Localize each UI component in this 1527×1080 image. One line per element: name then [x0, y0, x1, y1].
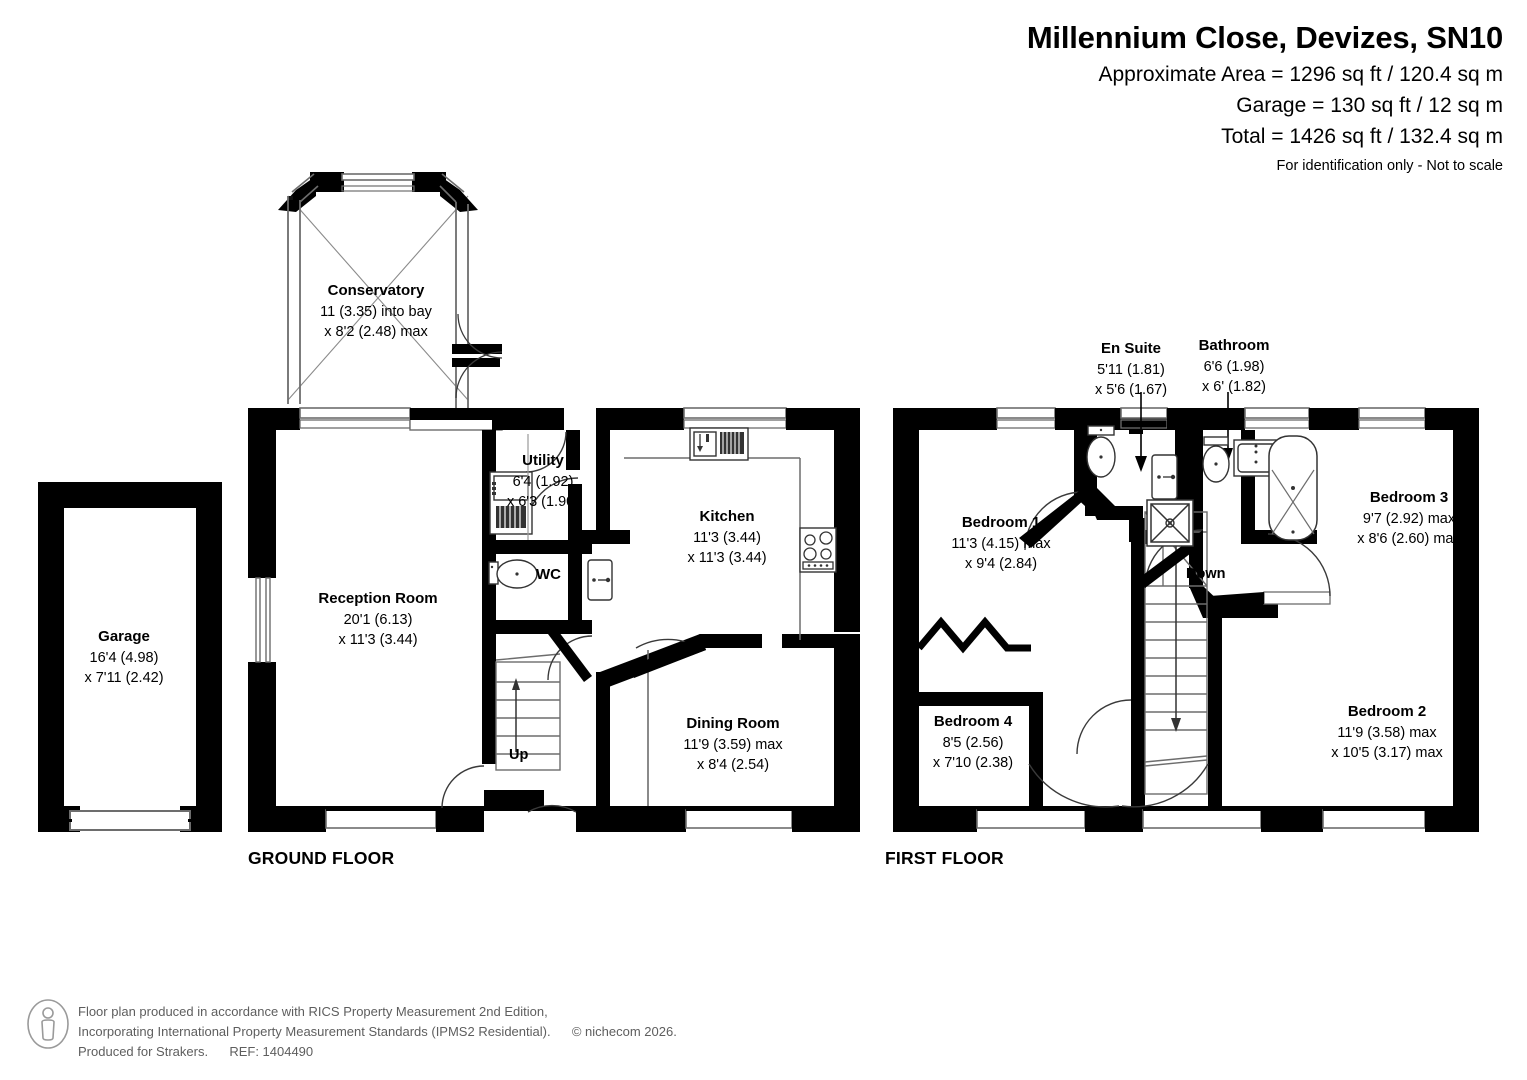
bedroom-3-dim2: x 8'6 (2.60) max: [1357, 531, 1461, 548]
footer-copyright: © nichecom 2026.: [571, 1024, 677, 1040]
bedroom-2-dim1: 11'9 (3.58) max: [1337, 724, 1437, 741]
scale-disclaimer: For identification only - Not to scale: [1276, 158, 1503, 174]
total-area-text: Total = 1426 sq ft / 132.4 sq m: [1221, 125, 1503, 148]
kitchen-name: Kitchen: [699, 508, 755, 525]
stairs-down-label: Down: [1186, 566, 1226, 582]
room-label-utility: Utility 6'4 (1.92) x 6'3 (1.90): [507, 450, 579, 513]
conservatory-name: Conservatory: [327, 282, 425, 299]
first-floor-walls: [893, 392, 1479, 832]
bedroom-3-name: Bedroom 3: [1369, 489, 1449, 506]
room-label-wc: WC: [536, 566, 561, 583]
footer-line-2a: Incorporating International Property Mea…: [78, 1024, 551, 1040]
stairs-down-arrow: [1171, 540, 1181, 732]
toilet-icon-bathroom: [1202, 436, 1230, 483]
reception-room-dim2: x 11'3 (3.44): [338, 632, 418, 649]
reception-room-name: Reception Room: [318, 590, 438, 607]
dining-room-dim2: x 8'4 (2.54): [696, 757, 770, 774]
room-label-bedroom-3: Bedroom 3 9'7 (2.92) max x 8'6 (2.60) ma…: [1357, 487, 1461, 550]
plan-header: Millennium Close, Devizes, SN10 Approxim…: [883, 0, 1503, 174]
conservatory-dim2: x 8'2 (2.48) max: [324, 324, 428, 341]
dining-room-name: Dining Room: [686, 715, 780, 732]
conservatory-structure: [278, 172, 503, 408]
utility-dim2: x 6'3 (1.90): [506, 494, 580, 511]
bedroom-4-name: Bedroom 4: [933, 713, 1013, 730]
en-suite-dim2: x 5'6 (1.67): [1094, 382, 1168, 399]
bedroom-1-dim2: x 9'4 (2.84): [964, 556, 1038, 573]
room-label-kitchen: Kitchen 11'3 (3.44) x 11'3 (3.44): [687, 506, 766, 569]
room-label-bedroom-1: Bedroom 1 11'3 (4.15) max x 9'4 (2.84): [951, 512, 1050, 575]
garage-dim1: 16'4 (4.98): [89, 649, 159, 666]
room-label-bedroom-2: Bedroom 2 11'9 (3.58) max x 10'5 (3.17) …: [1331, 701, 1443, 764]
bedroom-4-dim2: x 7'10 (2.38): [932, 755, 1014, 772]
kitchen-dim1: 11'3 (3.44): [693, 529, 761, 546]
conservatory-dim1: 11 (3.35) into bay: [320, 303, 432, 320]
page-title: Millennium Close, Devizes, SN10: [1026, 20, 1503, 55]
room-label-garage: Garage 16'4 (4.98) x 7'11 (2.42): [84, 626, 163, 689]
kitchen-dim2: x 11'3 (3.44): [687, 550, 767, 567]
garage-area-text: Garage = 130 sq ft / 12 sq m: [1236, 94, 1503, 117]
ground-floor-walls: [248, 407, 860, 832]
bedroom-2-dim2: x 10'5 (3.17) max: [1331, 745, 1443, 762]
bedroom-1-name: Bedroom 1: [961, 514, 1041, 531]
garage-name: Garage: [98, 628, 150, 645]
bathroom-dim1: 6'6 (1.98): [1203, 358, 1265, 375]
footer: Floor plan produced in accordance with R…: [26, 998, 677, 1062]
first-floor-caption: FIRST FLOOR: [885, 848, 1004, 868]
stairs-up-label: Up: [509, 747, 529, 763]
toilet-icon-ensuite: [1086, 425, 1116, 478]
bathroom-dim2: x 6' (1.82): [1201, 379, 1267, 396]
bathroom-name: Bathroom: [1198, 337, 1270, 354]
utility-name: Utility: [522, 452, 564, 469]
garage-outline: [38, 482, 222, 832]
toilet-icon-wc: [488, 559, 538, 589]
en-suite-dim1: 5'11 (1.81): [1097, 361, 1165, 378]
bedroom-1-dim1: 11'3 (4.15) max: [951, 535, 1051, 552]
approximate-area-text: Approximate Area = 1296 sq ft / 120.4 sq…: [1098, 63, 1504, 86]
room-label-reception-room: Reception Room 20'1 (6.13) x 11'3 (3.44): [318, 588, 437, 651]
footer-reference: REF: 1404490: [229, 1044, 314, 1060]
reception-room-dim1: 20'1 (6.13): [343, 611, 413, 628]
dining-room-dim1: 11'9 (3.59) max: [683, 736, 783, 753]
stairs-up-arrow: [512, 678, 520, 752]
bedroom-3-dim1: 9'7 (2.92) max: [1362, 510, 1456, 527]
room-label-conservatory: Conservatory 11 (3.35) into bay x 8'2 (2…: [320, 280, 432, 343]
ground-floor-caption: GROUND FLOOR: [248, 848, 395, 868]
bedroom-4-dim1: 8'5 (2.56): [942, 734, 1004, 751]
rics-person-logo-icon: [27, 999, 69, 1049]
room-label-bathroom: Bathroom 6'6 (1.98) x 6' (1.82): [1199, 335, 1270, 398]
bedroom-2-name: Bedroom 2: [1347, 703, 1427, 720]
room-label-bedroom-4: Bedroom 4 8'5 (2.56) x 7'10 (2.38): [933, 711, 1013, 774]
en-suite-name: En Suite: [1100, 340, 1161, 357]
garage-dim2: x 7'11 (2.42): [84, 670, 164, 687]
footer-produced-for: Produced for Strakers.: [78, 1044, 209, 1060]
utility-dim1: 6'4 (1.92): [512, 473, 574, 490]
room-label-en-suite: En Suite 5'11 (1.81) x 5'6 (1.67): [1095, 338, 1167, 401]
room-label-dining-room: Dining Room 11'9 (3.59) max x 8'4 (2.54): [683, 713, 782, 776]
footer-line-1: Floor plan produced in accordance with R…: [78, 1004, 548, 1019]
